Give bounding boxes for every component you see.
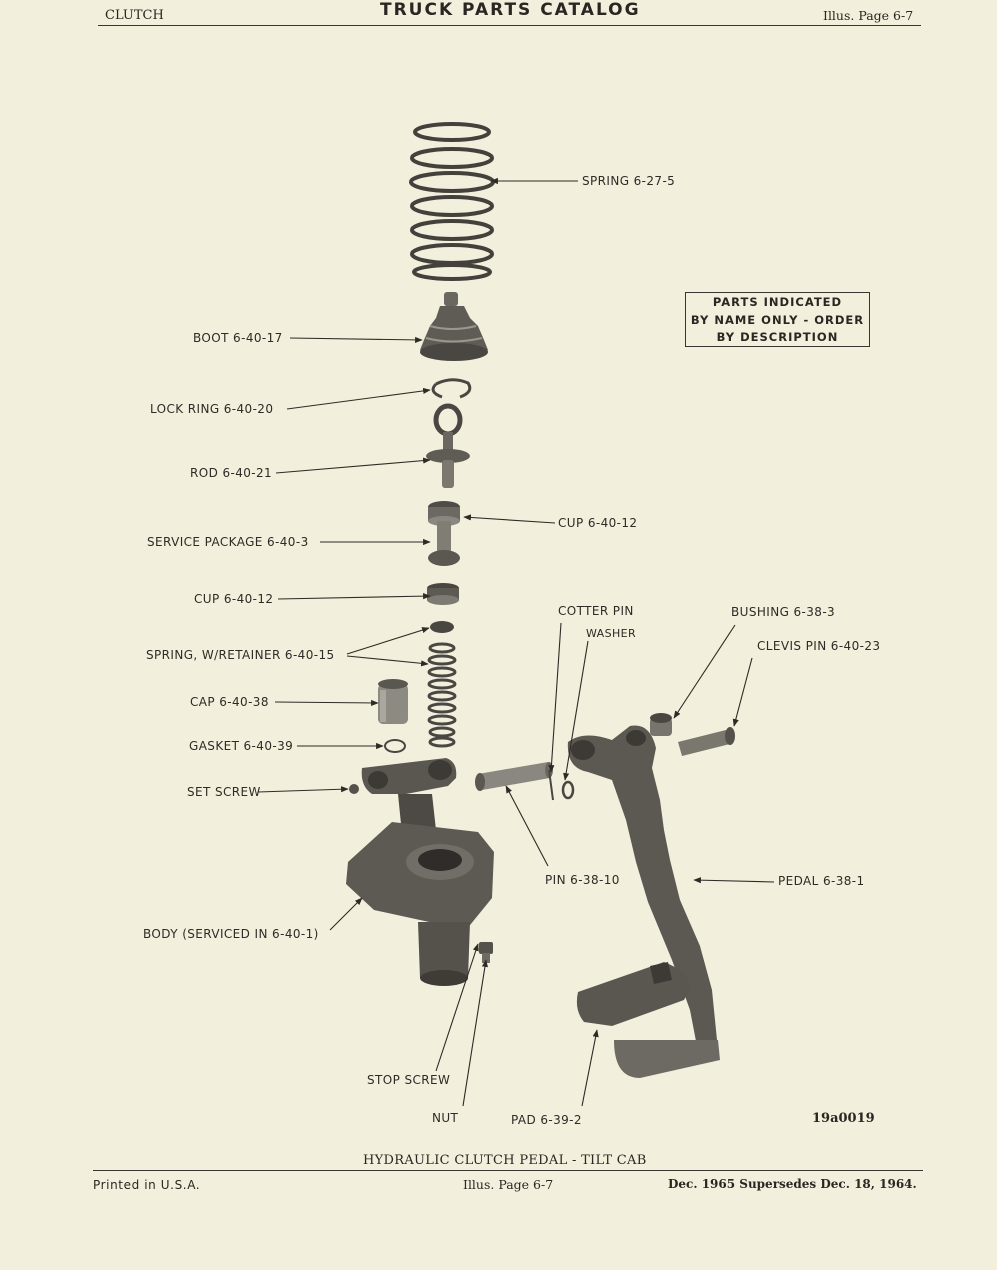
label-pad: PAD 6-39-2 xyxy=(511,1113,582,1127)
service-package-part xyxy=(428,501,460,566)
clevis-pin-part xyxy=(678,727,735,756)
label-cap: CAP 6-40-38 xyxy=(190,695,269,709)
boot-part xyxy=(420,292,488,361)
cap-part xyxy=(378,679,408,724)
retainer-part xyxy=(430,621,454,633)
label-pin: PIN 6-38-10 xyxy=(545,873,620,887)
label-body: BODY (SERVICED IN 6-40-1) xyxy=(143,927,319,941)
pad-part xyxy=(576,962,690,1026)
label-stop-screw: STOP SCREW xyxy=(367,1073,451,1087)
spring-part xyxy=(409,122,495,281)
label-cup-lower: CUP 6-40-12 xyxy=(194,592,274,606)
note-line-2: BY NAME ONLY - ORDER xyxy=(690,312,865,327)
label-washer: WASHER xyxy=(586,627,637,640)
footer-rule xyxy=(93,1170,923,1171)
section-label: CLUTCH xyxy=(105,8,164,23)
label-pedal: PEDAL 6-38-1 xyxy=(778,874,865,888)
parts-note-box: PARTS INDICATED BY NAME ONLY - ORDER BY … xyxy=(685,292,870,347)
bushing-part xyxy=(650,713,672,736)
label-bushing: BUSHING 6-38-3 xyxy=(731,605,836,619)
cotter-pin-part xyxy=(548,769,554,801)
body-part xyxy=(346,758,494,986)
small-spring-part xyxy=(427,642,457,748)
label-nut: NUT xyxy=(432,1111,459,1125)
label-service-package: SERVICE PACKAGE 6-40-3 xyxy=(147,535,309,549)
label-gasket: GASKET 6-40-39 xyxy=(189,739,294,753)
set-screw-part xyxy=(349,784,359,794)
leader-lines xyxy=(257,177,775,1107)
label-lock-ring: LOCK RING 6-40-20 xyxy=(150,402,274,416)
header-page-ref: Illus. Page 6-7 xyxy=(823,8,914,23)
rod-part xyxy=(426,403,470,488)
label-rod: ROD 6-40-21 xyxy=(190,466,273,480)
stop-screw-part xyxy=(479,942,493,963)
lock-ring-part xyxy=(431,378,472,399)
catalog-title: TRUCK PARTS CATALOG xyxy=(380,0,641,20)
revision-date: Dec. 1965 Supersedes Dec. 18, 1964. xyxy=(668,1177,917,1191)
illustration-code: 19a0019 xyxy=(812,1111,875,1126)
label-spring: SPRING 6-27-5 xyxy=(582,174,676,188)
label-set-screw: SET SCREW xyxy=(187,785,261,799)
label-clevis-pin: CLEVIS PIN 6-40-23 xyxy=(757,639,881,653)
label-cotter-pin: COTTER PIN xyxy=(558,604,634,618)
pin-part xyxy=(475,762,553,791)
note-line-1: PARTS INDICATED xyxy=(712,295,843,309)
washer-part xyxy=(561,780,575,800)
printed-in: Printed in U.S.A. xyxy=(93,1178,201,1192)
pedal-part xyxy=(567,725,720,1078)
label-cup-upper: CUP 6-40-12 xyxy=(558,516,638,530)
label-spring-retainer: SPRING, W/RETAINER 6-40-15 xyxy=(146,648,335,662)
note-line-3: BY DESCRIPTION xyxy=(716,330,839,344)
header-rule xyxy=(98,25,921,26)
cup-lower-part xyxy=(427,583,459,605)
label-boot: BOOT 6-40-17 xyxy=(193,331,283,345)
footer-page-ref: Illus. Page 6-7 xyxy=(463,1177,554,1192)
figure-caption: HYDRAULIC CLUTCH PEDAL - TILT CAB xyxy=(363,1153,647,1168)
gasket-part xyxy=(384,739,406,753)
